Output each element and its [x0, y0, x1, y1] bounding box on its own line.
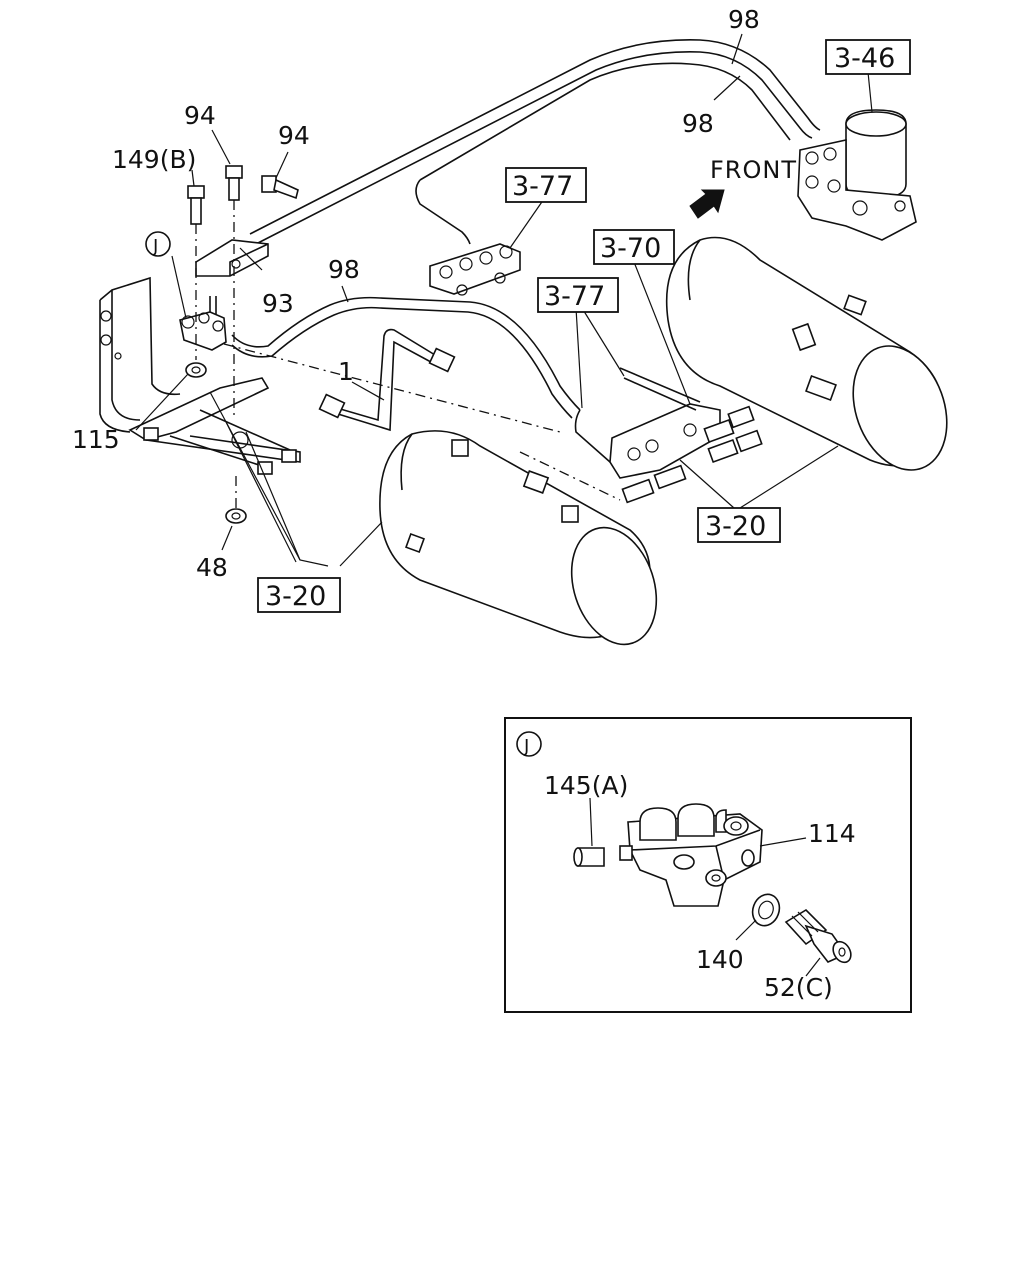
ref-box-3-77-upper — [505, 167, 587, 203]
ref-label-3-77-lower: 3-77 — [544, 281, 605, 312]
detail-j-callout-label: J — [523, 736, 529, 757]
label-94-left: 94 — [184, 101, 216, 130]
label-1: 1 — [338, 357, 354, 386]
label-98-mid: 98 — [682, 109, 714, 138]
fittings-3-20-right — [703, 405, 763, 464]
detail-label-114: 114 — [808, 819, 856, 848]
label-149b: 149(B) — [112, 145, 196, 174]
manifold-3-77-upper — [429, 243, 521, 296]
front-arrow-icon — [689, 189, 725, 219]
air-tank-front — [379, 430, 658, 646]
ref-box-3-20-left — [257, 577, 341, 613]
label-94-right: 94 — [278, 121, 310, 150]
ref-label-3-20-right: 3-20 — [705, 511, 766, 542]
part-labels: 98 98 98 94 94 149(B) 93 115 1 48 FRONT … — [72, 5, 797, 582]
valve-j-assembly — [179, 296, 227, 351]
manifold-3-70 — [574, 367, 721, 504]
ref-label-3-70: 3-70 — [600, 233, 661, 264]
bolt-94-right — [261, 175, 299, 200]
ref-box-3-70 — [593, 229, 675, 265]
air-tank-rear — [665, 236, 948, 471]
ref-label-3-20-left: 3-20 — [265, 581, 326, 612]
leader-lines — [135, 33, 873, 567]
label-98-top: 98 — [728, 5, 760, 34]
ref-label-3-46: 3-46 — [834, 43, 895, 74]
callout-j-label: J — [152, 236, 158, 257]
detail-valve-body — [619, 803, 763, 907]
frame-bracket — [99, 276, 301, 475]
label-front: FRONT — [710, 156, 797, 184]
assembly-lines — [195, 200, 621, 508]
air-dryer — [797, 109, 917, 241]
detail-label-140: 140 — [696, 945, 744, 974]
detail-washer-140 — [751, 893, 781, 927]
detail-pin-145a — [573, 847, 605, 867]
ref-box-3-46 — [825, 39, 911, 75]
ref-box-3-77-lower — [537, 277, 619, 313]
nut-115 — [185, 362, 207, 378]
label-115: 115 — [72, 425, 120, 454]
bracket-93 — [195, 239, 269, 277]
callout-j-circle — [145, 231, 171, 257]
ref-label-3-77-upper: 3-77 — [512, 171, 573, 202]
pipe-1 — [318, 328, 456, 432]
bolt-149b — [187, 185, 205, 225]
ref-box-3-20-right — [697, 507, 781, 543]
detail-label-145a: 145(A) — [544, 771, 628, 800]
label-98-left: 98 — [328, 255, 360, 284]
reference-boxes: 3-46 3-77 3-70 3-77 3-20 3-20 — [257, 39, 911, 613]
pipe-98-upper — [249, 39, 821, 245]
bolt-94-left — [225, 165, 243, 201]
detail-j-panel: J — [504, 717, 912, 1013]
detail-label-52c: 52(C) — [764, 973, 833, 1002]
label-93: 93 — [262, 289, 294, 318]
nut-48 — [225, 508, 247, 524]
detail-j-callout-circle — [516, 731, 542, 757]
label-48: 48 — [196, 553, 228, 582]
detail-fitting-52c — [784, 908, 852, 964]
